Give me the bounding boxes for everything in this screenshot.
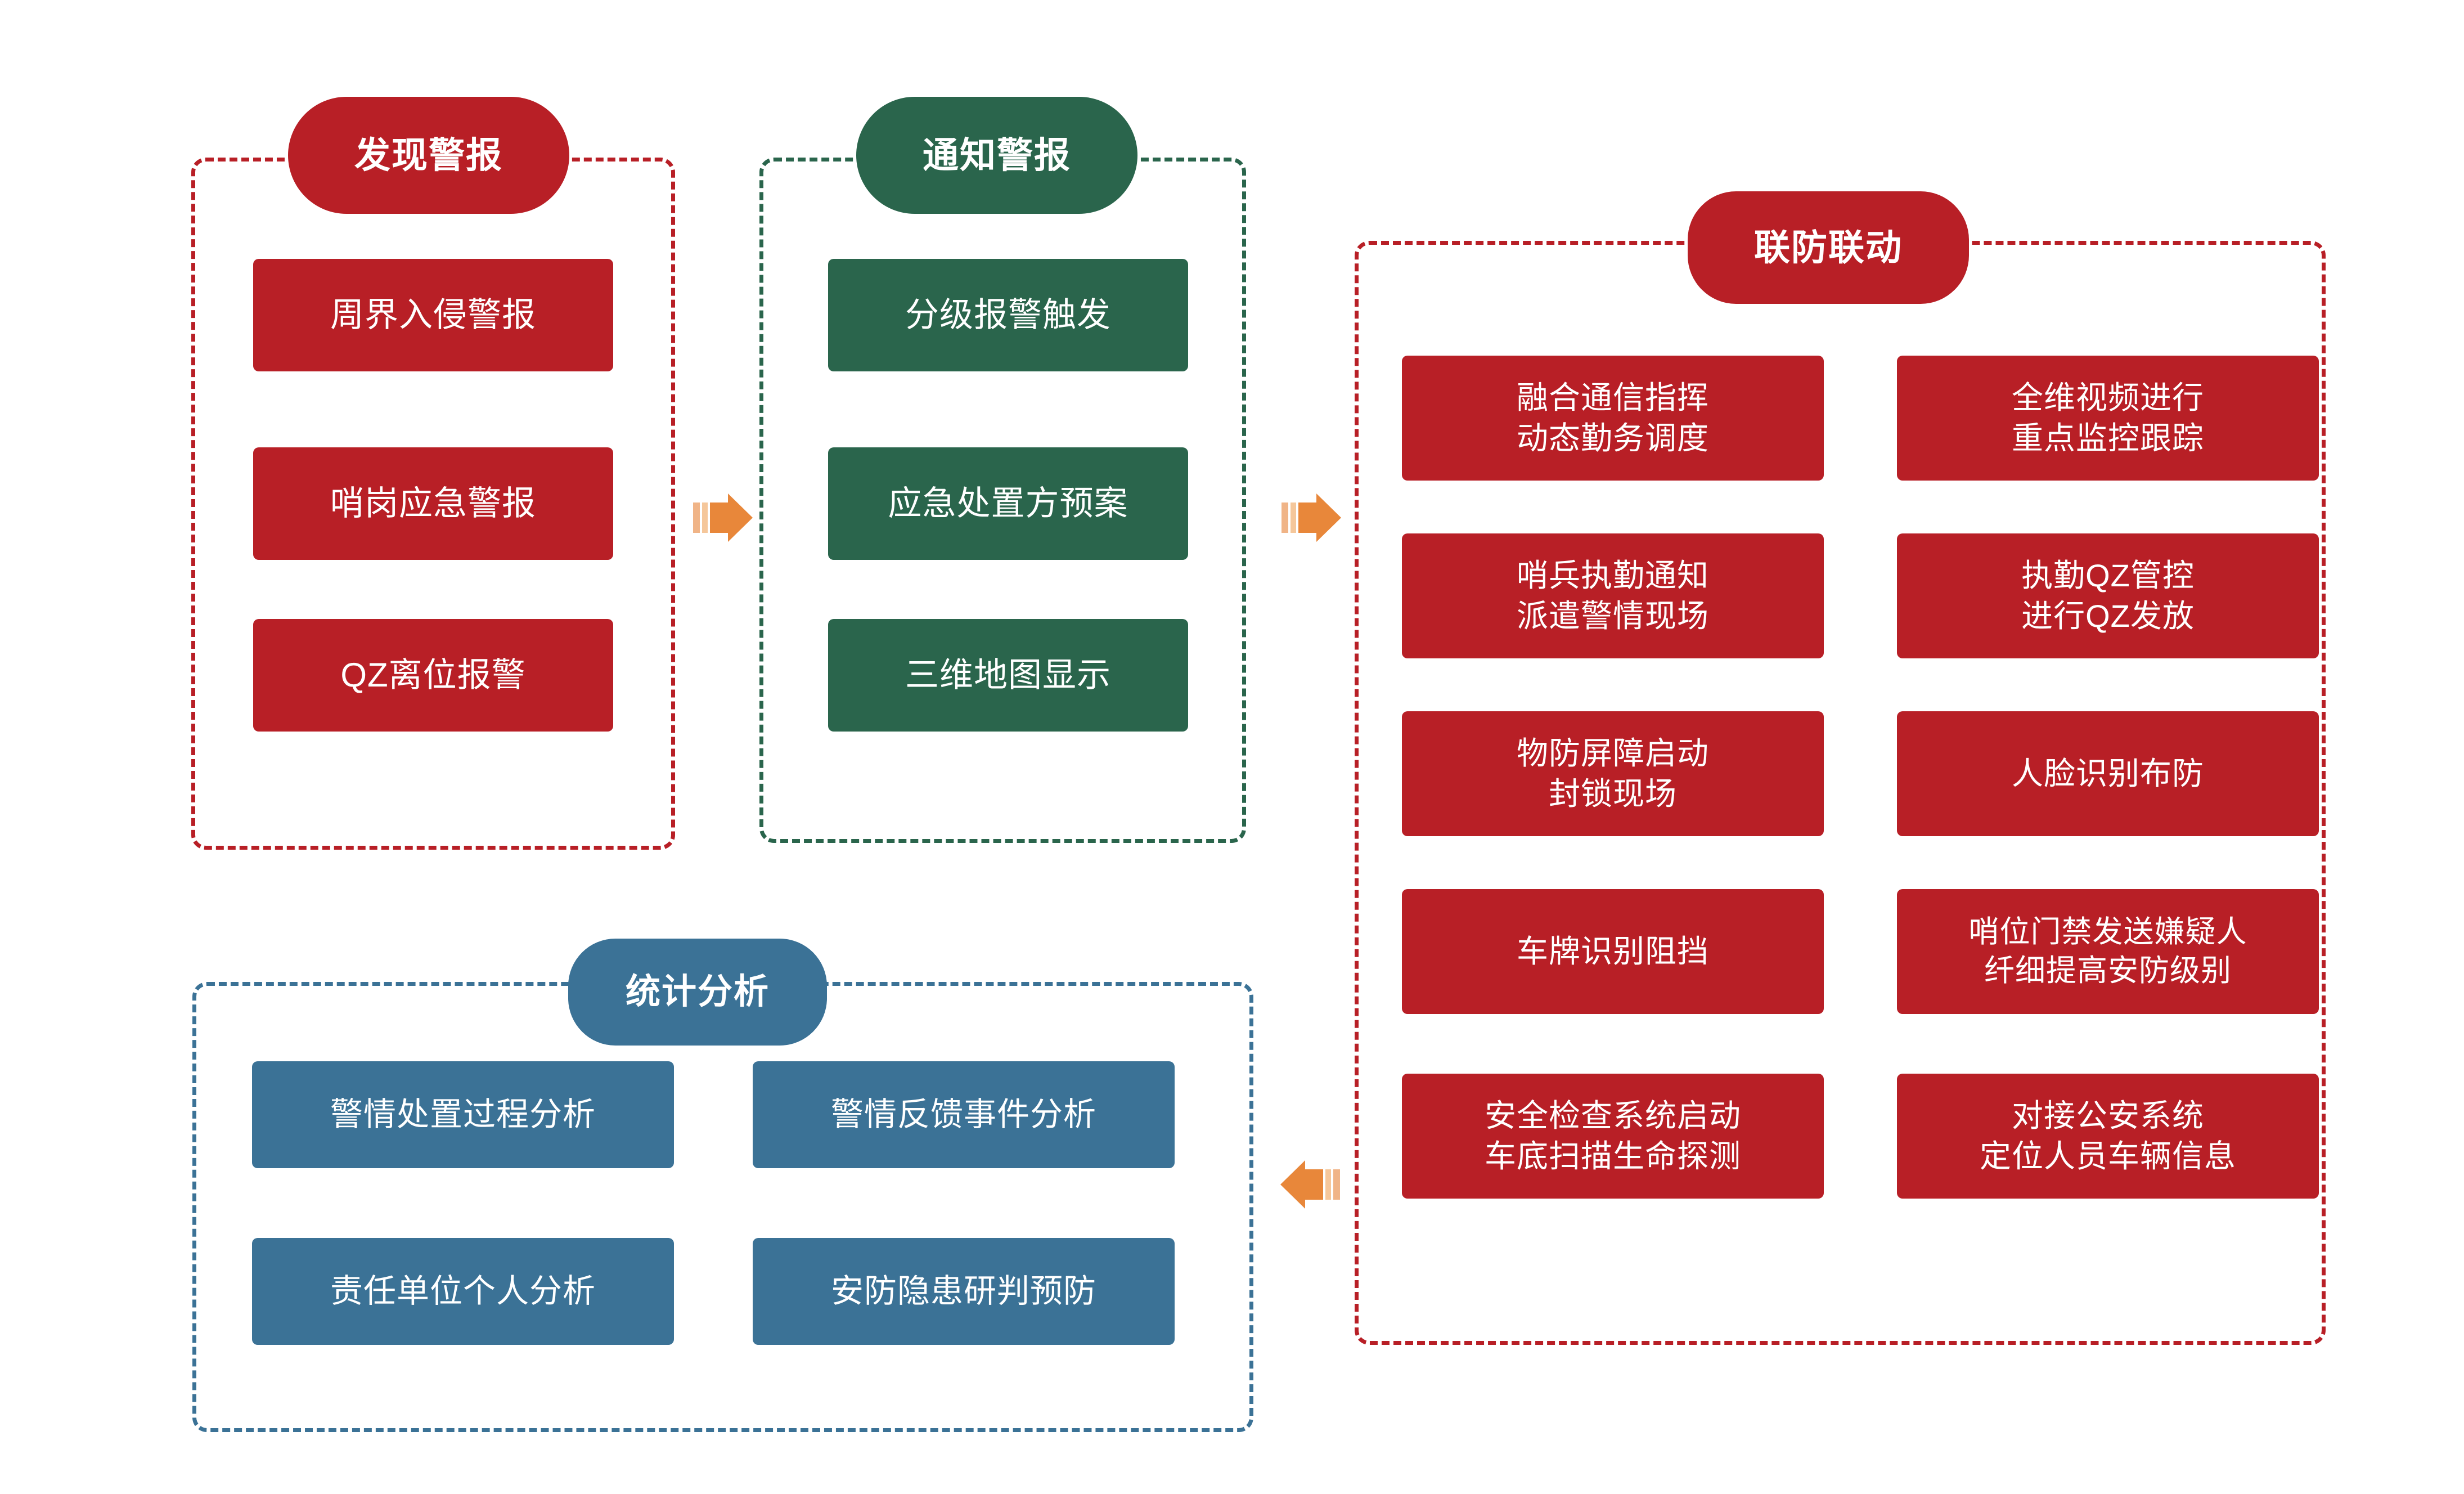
card-line: 分级报警触发 bbox=[905, 295, 1111, 334]
card-line: 融合通信指挥 bbox=[1517, 380, 1709, 416]
card-graded-alarm-trigger[interactable]: 分级报警触发 bbox=[828, 259, 1188, 371]
card-physical-barrier-activation[interactable]: 物防屏障启动 封锁现场 bbox=[1402, 711, 1824, 836]
connector-discover-to-notify bbox=[687, 481, 761, 554]
card-duty-qz-control[interactable]: 执勤QZ管控 进行QZ发放 bbox=[1897, 533, 2319, 658]
card-qz-off-post-alarm[interactable]: QZ离位报警 bbox=[253, 619, 613, 732]
arrow-right-icon bbox=[693, 493, 753, 542]
card-line: 派遣警情现场 bbox=[1517, 598, 1709, 634]
card-line: 动态勤务调度 bbox=[1517, 420, 1709, 456]
card-line: QZ离位报警 bbox=[340, 656, 526, 694]
card-alarm-feedback-event-analysis[interactable]: 警情反馈事件分析 bbox=[753, 1061, 1175, 1168]
card-line: 物防屏障启动 bbox=[1517, 735, 1709, 771]
card-alarm-handling-process-analysis[interactable]: 警情处置过程分析 bbox=[252, 1061, 674, 1168]
card-line: 三维地图显示 bbox=[905, 656, 1111, 694]
card-line: 应急处置方预案 bbox=[888, 484, 1128, 522]
card-public-security-integration[interactable]: 对接公安系统 定位人员车辆信息 bbox=[1897, 1074, 2319, 1199]
card-responsible-unit-individual-analysis[interactable]: 责任单位个人分析 bbox=[252, 1238, 674, 1345]
group-header-statistics-analysis: 统计分析 bbox=[568, 939, 827, 1046]
card-fusion-communication-command[interactable]: 融合通信指挥 动态勤务调度 bbox=[1402, 356, 1824, 481]
group-header-notify-alarm: 通知警报 bbox=[856, 97, 1137, 214]
card-license-plate-blocking[interactable]: 车牌识别阻挡 bbox=[1402, 889, 1824, 1014]
card-line: 执勤QZ管控 bbox=[2021, 558, 2195, 594]
card-line: 车底扫描生命探测 bbox=[1485, 1138, 1741, 1174]
card-line: 责任单位个人分析 bbox=[330, 1272, 596, 1309]
card-security-inspection-system[interactable]: 安全检查系统启动 车底扫描生命探测 bbox=[1402, 1074, 1824, 1199]
card-line: 纤细提高安防级别 bbox=[1984, 954, 2232, 988]
card-line: 安防隐患研判预防 bbox=[830, 1272, 1096, 1309]
arrow-left-icon bbox=[1280, 1160, 1340, 1209]
card-line: 车牌识别阻挡 bbox=[1517, 934, 1709, 970]
group-header-label: 发现警报 bbox=[354, 134, 503, 176]
group-header-label: 统计分析 bbox=[625, 972, 770, 1011]
card-line: 封锁现场 bbox=[1549, 776, 1677, 811]
arrow-right-icon bbox=[1282, 493, 1341, 542]
card-line: 定位人员车辆信息 bbox=[1980, 1138, 2236, 1174]
card-sentry-duty-notification[interactable]: 哨兵执勤通知 派遣警情现场 bbox=[1402, 533, 1824, 658]
card-line: 警情反馈事件分析 bbox=[830, 1096, 1096, 1133]
card-security-hazard-prevention[interactable]: 安防隐患研判预防 bbox=[753, 1238, 1175, 1345]
group-header-label: 联防联动 bbox=[1754, 227, 1903, 268]
group-header-label: 通知警报 bbox=[923, 134, 1071, 176]
card-perimeter-intrusion-alarm[interactable]: 周界入侵警报 bbox=[253, 259, 613, 371]
group-header-discover-alarm: 发现警报 bbox=[288, 97, 569, 214]
card-line: 人脸识别布防 bbox=[2012, 756, 2204, 792]
card-line: 周界入侵警报 bbox=[330, 295, 536, 334]
card-line: 哨岗应急警报 bbox=[330, 484, 536, 522]
card-line: 警情处置过程分析 bbox=[330, 1096, 596, 1133]
connector-notify-to-joint bbox=[1276, 481, 1349, 554]
group-frame-statistics-analysis bbox=[192, 982, 1253, 1432]
card-line: 对接公安系统 bbox=[2012, 1098, 2204, 1134]
card-line: 哨位门禁发送嫌疑人 bbox=[1968, 914, 2247, 949]
card-3d-map-display[interactable]: 三维地图显示 bbox=[828, 619, 1188, 732]
card-emergency-response-plan[interactable]: 应急处置方预案 bbox=[828, 447, 1188, 560]
card-post-access-suspect-alert[interactable]: 哨位门禁发送嫌疑人 纤细提高安防级别 bbox=[1897, 889, 2319, 1014]
card-line: 全维视频进行 bbox=[2012, 380, 2204, 416]
card-face-recognition-deployment[interactable]: 人脸识别布防 bbox=[1897, 711, 2319, 836]
connector-joint-to-statistics bbox=[1273, 1148, 1346, 1221]
card-line: 哨兵执勤通知 bbox=[1517, 558, 1709, 594]
card-line: 进行QZ发放 bbox=[2021, 598, 2195, 634]
card-line: 重点监控跟踪 bbox=[2012, 420, 2204, 456]
card-omnidirectional-video-tracking[interactable]: 全维视频进行 重点监控跟踪 bbox=[1897, 356, 2319, 481]
card-line: 安全检查系统启动 bbox=[1485, 1098, 1741, 1134]
group-header-joint-defense: 联防联动 bbox=[1688, 191, 1969, 304]
card-sentry-emergency-alarm[interactable]: 哨岗应急警报 bbox=[253, 447, 613, 560]
